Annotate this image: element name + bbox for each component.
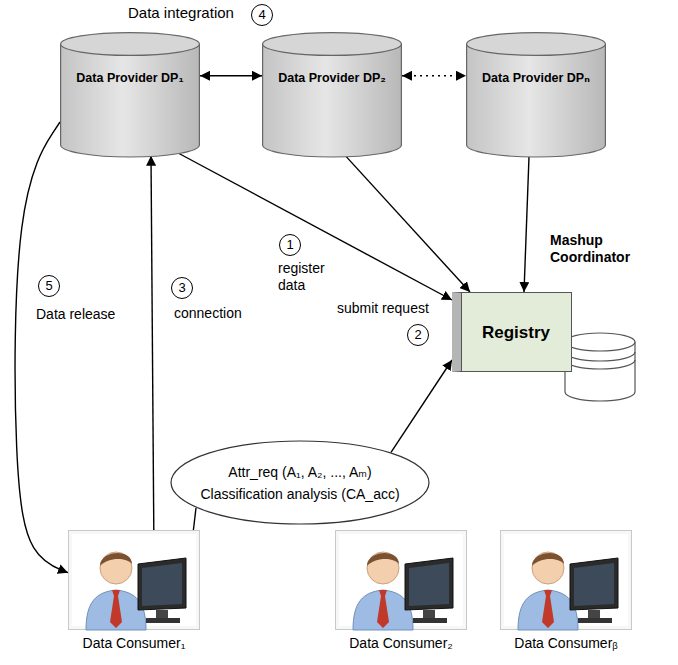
annotation-label: Mashup Coordinator bbox=[548, 232, 642, 266]
callout-number: 1 bbox=[279, 234, 301, 256]
node-text: Data Provider DP₂ bbox=[278, 70, 386, 87]
ellipse-outline bbox=[170, 440, 430, 525]
node-text: Registry bbox=[482, 324, 550, 341]
connector-arrow bbox=[391, 360, 452, 452]
cylinder-top bbox=[61, 33, 200, 56]
connector-arrow bbox=[346, 156, 470, 292]
connector-arrow bbox=[402, 75, 466, 76]
callout-number: 2 bbox=[407, 324, 429, 346]
annotation-label: register data bbox=[276, 260, 342, 294]
connector-arrow bbox=[15, 122, 68, 573]
annotation-label: Data release bbox=[34, 306, 117, 323]
callout-number: 4 bbox=[251, 4, 273, 26]
connector-arrow bbox=[524, 157, 529, 292]
person-computer-icon bbox=[335, 530, 467, 630]
database-cylinder: Data Provider DP₂ bbox=[262, 32, 402, 157]
ellipse-shape bbox=[171, 441, 429, 524]
callout-number: 5 bbox=[38, 275, 60, 297]
person-computer-icon bbox=[68, 530, 200, 630]
connector-arrow bbox=[200, 75, 262, 76]
disk-stack bbox=[565, 333, 635, 401]
request-ellipse: Attr_req (A₁, A₂, ..., Aₘ)Classification… bbox=[170, 440, 430, 525]
cylinder-body bbox=[467, 44, 606, 157]
consumer-caption: Data Consumer₁ bbox=[83, 635, 186, 652]
callout-number: 3 bbox=[171, 277, 193, 299]
cylinder-body bbox=[263, 44, 402, 157]
cylinder-outline bbox=[262, 32, 402, 157]
cylinder-top bbox=[263, 33, 402, 56]
consumer-caption: Data Consumerᵦ bbox=[514, 635, 617, 652]
annotation-label: submit request bbox=[335, 300, 431, 317]
cylinder-body bbox=[61, 44, 200, 157]
cylinder-top bbox=[467, 33, 606, 56]
annotation-label: connection bbox=[172, 305, 244, 322]
connector-arrow bbox=[151, 156, 154, 530]
database-cylinder: Data Provider DPₙ bbox=[466, 32, 606, 157]
database-cylinder: Data Provider DP₁ bbox=[60, 32, 200, 157]
cylinder-outline bbox=[60, 32, 200, 157]
data-consumer: Data Consumerᵦ bbox=[500, 530, 632, 652]
node-text: Attr_req (A₁, A₂, ..., Aₘ) bbox=[228, 461, 371, 483]
connector-arrow bbox=[193, 508, 196, 530]
annotation-label: Data integration bbox=[126, 4, 236, 21]
node-text: Data Provider DP₁ bbox=[76, 70, 183, 87]
cylinder-outline bbox=[466, 32, 606, 157]
node-text: Data Provider DPₙ bbox=[482, 70, 590, 87]
person-computer-icon bbox=[500, 530, 632, 630]
node-text: Classification analysis (CA_acc) bbox=[200, 483, 399, 505]
registry-box: Registry bbox=[452, 292, 572, 372]
data-consumer: Data Consumer₂ bbox=[335, 530, 467, 652]
data-consumer: Data Consumer₁ bbox=[68, 530, 200, 652]
consumer-caption: Data Consumer₂ bbox=[349, 635, 452, 652]
